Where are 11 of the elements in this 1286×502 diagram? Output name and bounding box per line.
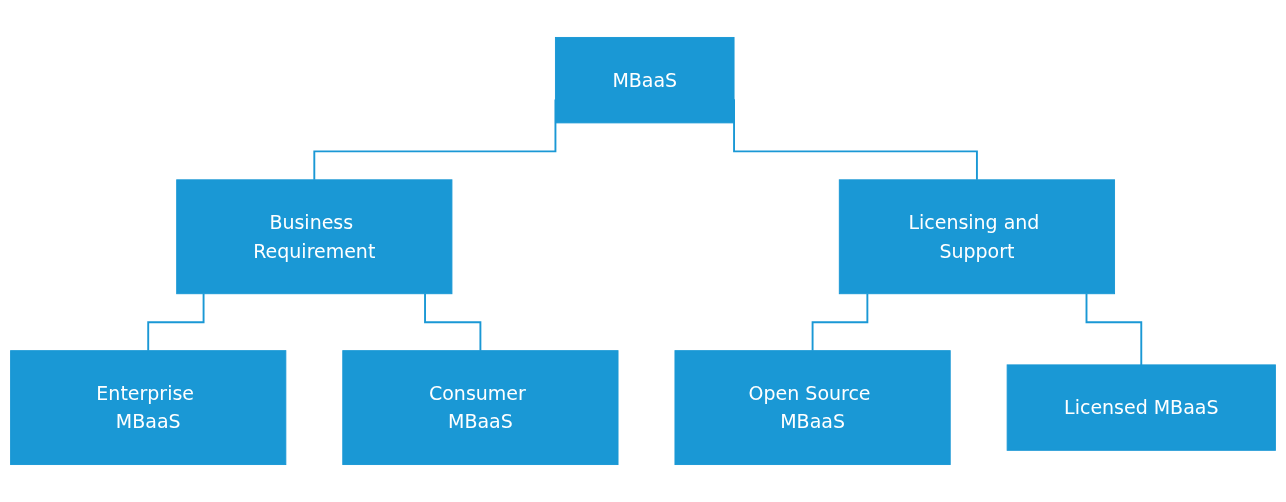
node-box: Enterprise MBaaS <box>10 350 287 466</box>
connector <box>1085 292 1143 366</box>
connector <box>424 292 482 352</box>
node-box: Business Requirement <box>176 179 453 295</box>
connector <box>147 292 205 352</box>
node-box: Licensing and Support <box>838 179 1116 295</box>
node-box: MBaaS <box>554 36 735 124</box>
node-box: Consumer MBaaS <box>342 350 619 466</box>
node-box: Licensed MBaaS <box>1006 364 1276 451</box>
connector <box>811 292 869 352</box>
node-box: Open Source MBaaS <box>674 350 951 466</box>
